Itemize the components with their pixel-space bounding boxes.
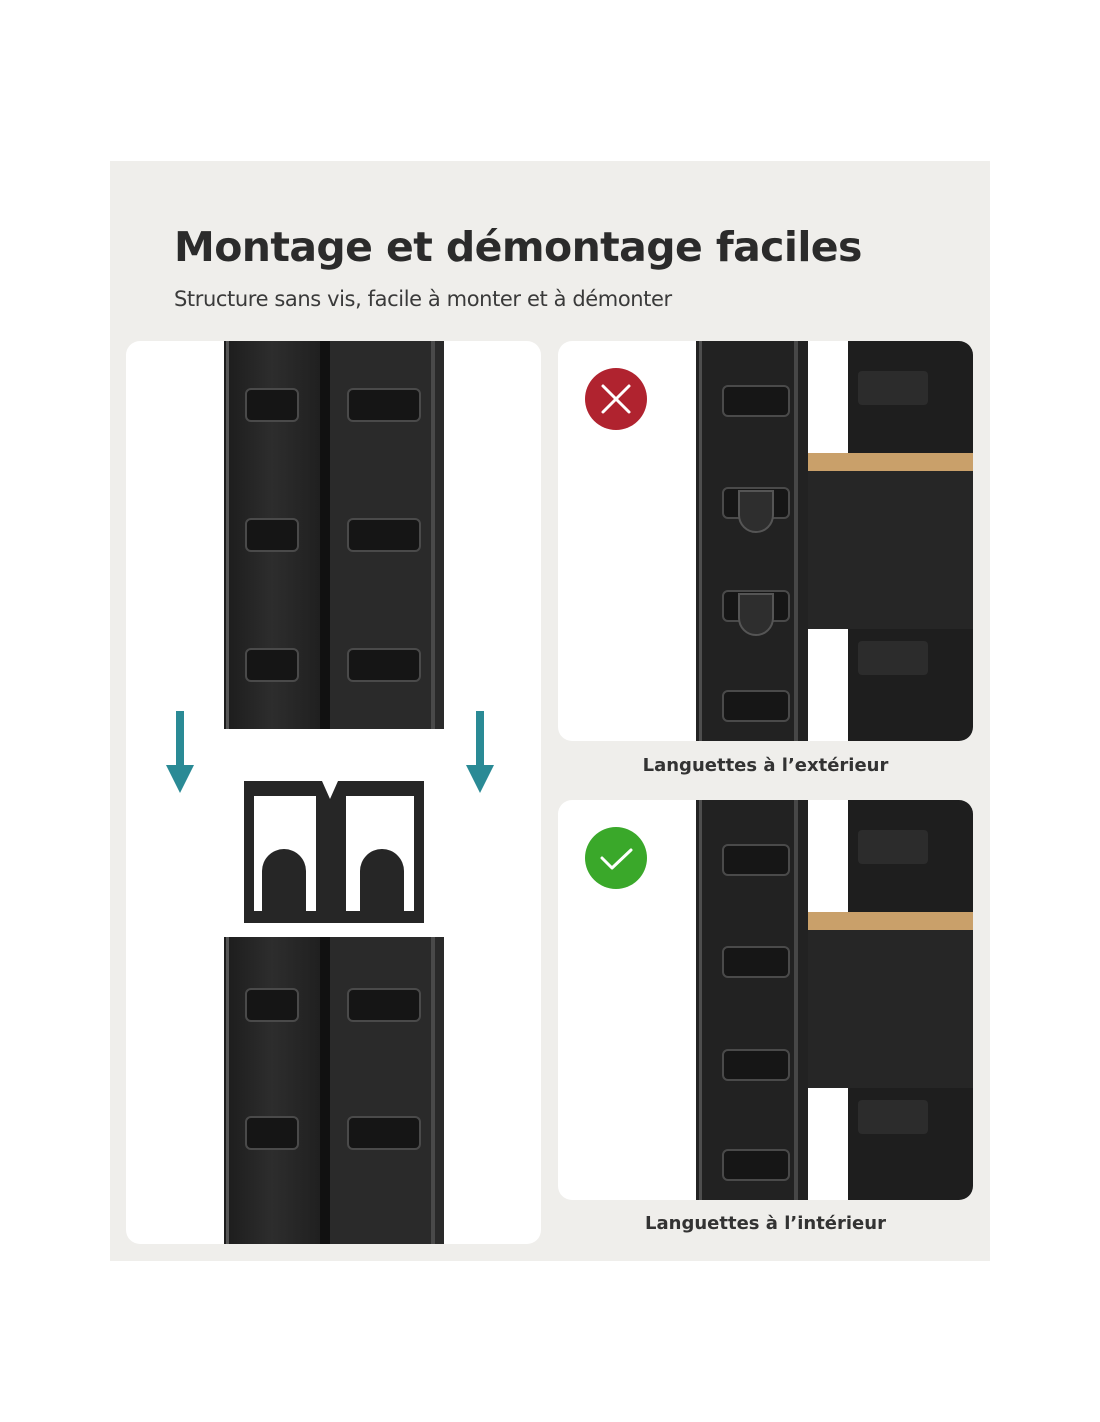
wrong-orientation-caption: Languettes à l’extérieur bbox=[642, 755, 889, 776]
wrong-orientation-card bbox=[558, 341, 973, 741]
wood-shelf bbox=[808, 453, 973, 471]
upper-post bbox=[224, 341, 444, 729]
right-orientation-photo bbox=[585, 800, 973, 1200]
check-icon bbox=[585, 827, 647, 889]
assembly-illustration-card bbox=[126, 341, 541, 1244]
arrow-down-icon bbox=[466, 711, 494, 793]
wood-shelf bbox=[808, 912, 973, 930]
arrow-down-icon bbox=[166, 711, 194, 793]
infographic-panel: Montage et démontage faciles Structure s… bbox=[110, 161, 990, 1261]
cross-icon bbox=[585, 368, 647, 430]
page-title: Montage et démontage faciles bbox=[174, 223, 862, 271]
shelf-beam bbox=[808, 930, 973, 1088]
connector-bracket bbox=[244, 781, 424, 923]
assembly-illustration bbox=[166, 341, 494, 1244]
right-orientation-card bbox=[558, 800, 973, 1200]
page-subtitle: Structure sans vis, facile à monter et à… bbox=[174, 287, 672, 311]
wrong-orientation-photo bbox=[585, 341, 973, 741]
right-orientation-caption: Languettes à l’intérieur bbox=[645, 1213, 886, 1234]
lower-post bbox=[224, 937, 444, 1244]
shelf-beam bbox=[808, 471, 973, 629]
